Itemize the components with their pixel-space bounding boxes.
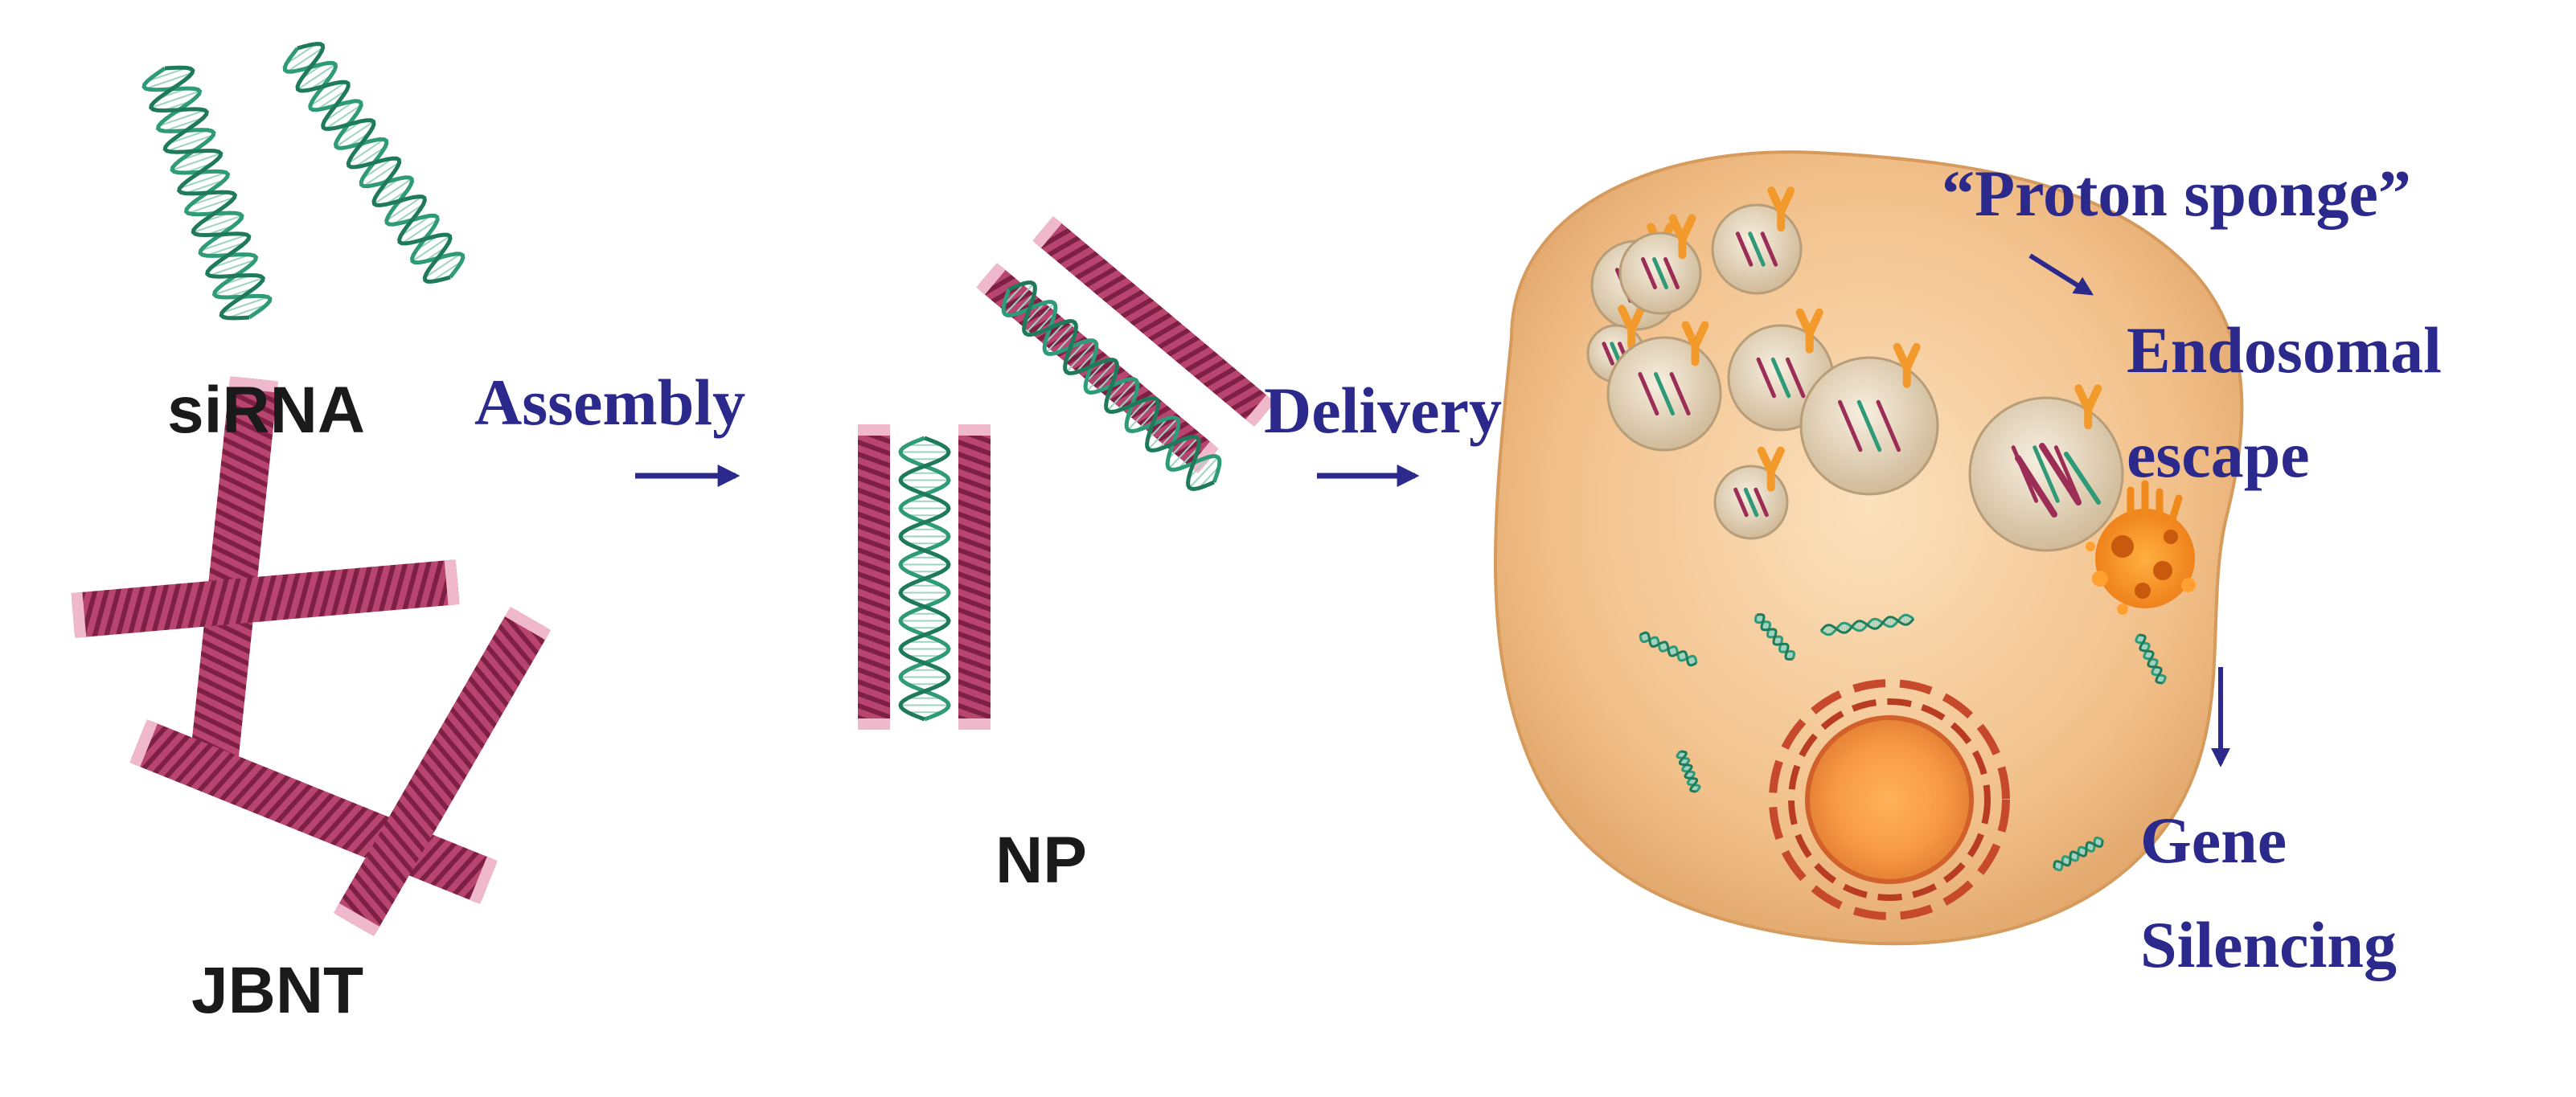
np-assembly [858, 216, 1275, 730]
sirna-helix-2 [285, 44, 463, 282]
cell [1495, 152, 2242, 944]
proton-sponge-label: “Proton sponge” [1942, 161, 2411, 227]
sirna-label: siRNA [167, 378, 365, 444]
np-label: NP [995, 828, 1087, 894]
jbnt-label: JBNT [191, 958, 363, 1024]
silencing-label: Silencing [2140, 912, 2397, 978]
jbnt-tubes [71, 376, 551, 936]
endosomal-label: Endosomal [2127, 317, 2442, 383]
escape-label: escape [2127, 422, 2310, 488]
delivery-label: Delivery [1264, 378, 1502, 444]
gene-label: Gene [2140, 808, 2287, 874]
assembly-label: Assembly [474, 370, 745, 436]
sirna-helix-1 [144, 68, 270, 318]
